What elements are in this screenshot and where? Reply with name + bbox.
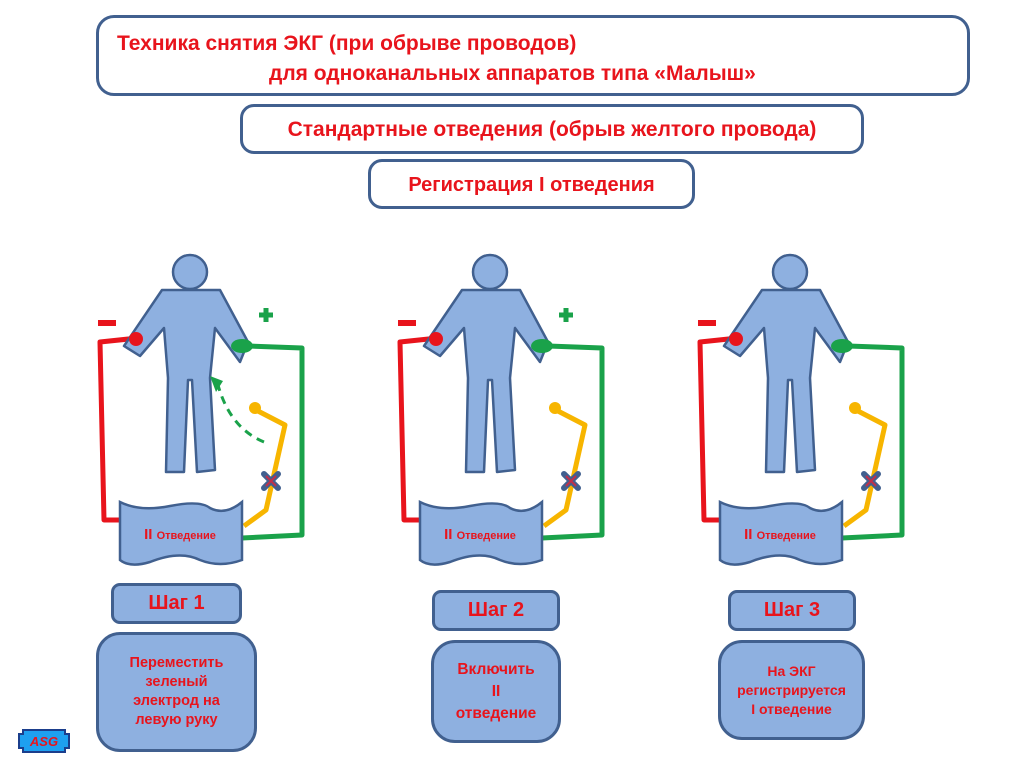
step-1-label: Шаг 1 [111, 583, 242, 624]
panel-3-minus-sign-icon [698, 320, 716, 326]
panel-2-person-body [422, 288, 550, 474]
panel-2-diagram: II Отведение [397, 253, 605, 566]
step-1-description-text: Переместить зеленый электрод на левую ру… [129, 655, 224, 728]
step-3-label-text: Шаг 3 [763, 599, 821, 621]
registration-label: Регистрация I отведения [408, 174, 655, 196]
panel-1-red-wire [97, 335, 139, 523]
panel-1-green-electrode [231, 339, 253, 353]
panel-3-green-wire [841, 343, 905, 541]
panel-2-yellow-electrode [549, 402, 561, 414]
panel-3-red-wire [697, 335, 739, 523]
panel-2-device-label-roman: II [444, 526, 457, 543]
step-3-description-text: На ЭКГ регистрируется I отведение [737, 662, 846, 717]
panel-1-move-arrow-icon [216, 384, 265, 444]
panel-3-device-label-roman: II [744, 526, 757, 543]
step-3-label: Шаг 3 [728, 590, 856, 631]
step-2-description: Включить II отведение [431, 640, 561, 743]
panel-1-red-electrode [129, 332, 143, 346]
panel-3-device-label: II Отведение [744, 526, 816, 543]
subtitle: Стандартные отведения (обрыв желтого про… [287, 118, 817, 141]
title-line-2: для одноканальных аппаратов типа «Малыш» [269, 62, 756, 85]
panel-2-yellow-wire [542, 407, 588, 529]
step-2-description-text: Включить II отведение [455, 660, 537, 722]
panel-3-green-electrode [831, 339, 853, 353]
panel-3-diagram: II Отведение [697, 253, 905, 566]
registration-box: Регистрация I отведения [368, 159, 695, 209]
title-line-1: Техника снятия ЭКГ (при обрыве проводов) [117, 32, 577, 55]
panel-3-ecg-device [718, 499, 844, 566]
panel-1-wire-break-cross [265, 475, 277, 487]
step-2-label-text: Шаг 2 [467, 599, 525, 621]
step-1-description: Переместить зеленый электрод на левую ру… [96, 632, 257, 752]
panel-1-person-head [171, 253, 209, 291]
panel-1-device-label-text: Отведение [157, 530, 216, 542]
panel-1-green-wire [241, 343, 305, 541]
panel-2-plus-sign-icon [559, 308, 573, 322]
asg-logo: ASG [18, 729, 70, 753]
panel-2-red-wire [397, 335, 439, 523]
panel-3-person-head [771, 253, 809, 291]
panel-2-device-label-text: Отведение [457, 530, 516, 542]
asg-logo-text: ASG [29, 734, 58, 749]
panel-1-device-label: II Отведение [144, 526, 216, 543]
panel-1-yellow-electrode [249, 402, 261, 414]
panel-1-device-label-roman: II [144, 526, 157, 543]
subtitle-box: Стандартные отведения (обрыв желтого про… [240, 104, 864, 154]
panel-1-ecg-device [118, 499, 244, 566]
panel-2-red-electrode [429, 332, 443, 346]
panel-2-wire-break-cross [565, 475, 577, 487]
panel-3-wire-break-cross [865, 475, 877, 487]
panel-3-person-body [722, 288, 850, 474]
step-1-label-text: Шаг 1 [148, 592, 205, 614]
panel-1-move-arrowhead-icon [210, 376, 223, 392]
panel-2-minus-sign-icon [398, 320, 416, 326]
panel-3-yellow-wire [842, 407, 888, 529]
panel-3-device-label-text: Отведение [757, 530, 816, 542]
panel-1-diagram: II Отведение [97, 253, 305, 566]
panel-3-yellow-electrode [849, 402, 861, 414]
step-3-description: На ЭКГ регистрируется I отведение [718, 640, 865, 740]
panel-1-person-body [122, 288, 250, 474]
panel-1-plus-sign-icon [259, 308, 273, 322]
panel-2-green-electrode [531, 339, 553, 353]
panel-3-red-electrode [729, 332, 743, 346]
panel-2-device-label: II Отведение [444, 526, 516, 543]
panel-2-person-head [471, 253, 509, 291]
panel-2-ecg-device [418, 499, 544, 566]
panel-1-minus-sign-icon [98, 320, 116, 326]
title-box: Техника снятия ЭКГ (при обрыве проводов)… [96, 15, 970, 96]
panel-2-green-wire [541, 343, 605, 541]
panel-1-yellow-wire [242, 407, 288, 529]
step-2-label: Шаг 2 [432, 590, 560, 631]
